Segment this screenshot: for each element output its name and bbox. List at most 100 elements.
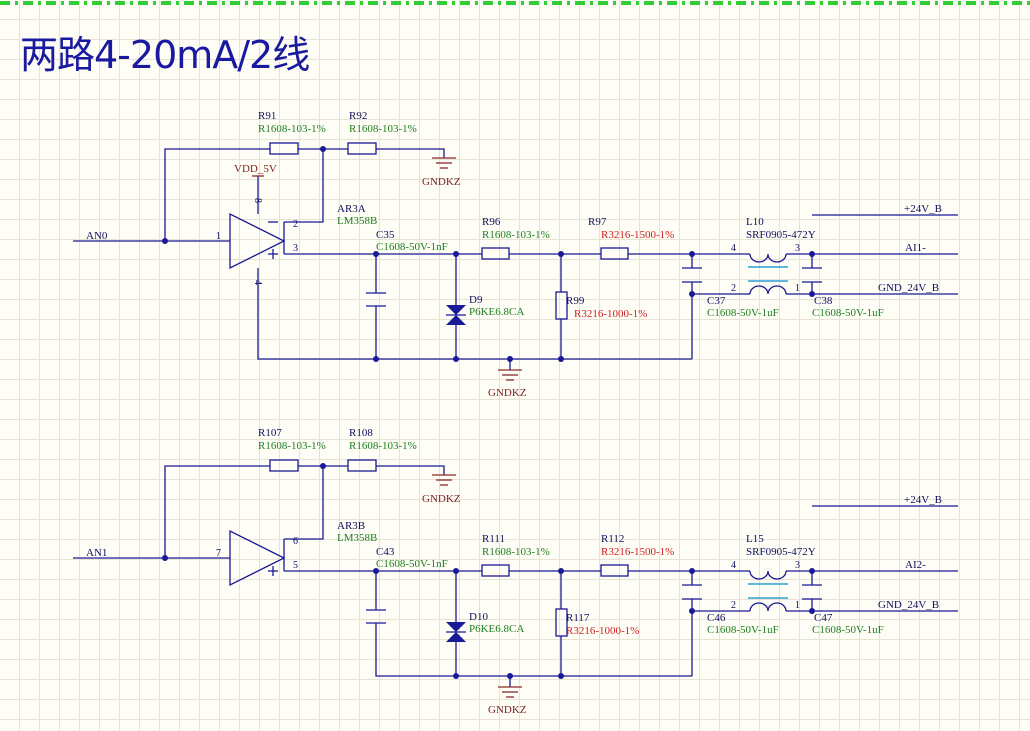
c37-value: C1608-50V-1uF	[707, 307, 779, 319]
resistor-r92	[347, 142, 377, 155]
l15-pin1: 1	[795, 600, 800, 611]
vdd-label: VDD_5V	[234, 163, 277, 175]
l10-pin3: 3	[795, 243, 800, 254]
d10-value: P6KE6.8CA	[469, 623, 524, 635]
r111-value: R1608-103-1%	[482, 546, 550, 558]
opamp-ar3b	[229, 529, 286, 587]
r111-designator: R111	[482, 533, 505, 545]
r97-designator: R97	[588, 216, 607, 228]
channel-1: R91 R1608-103-1% R92 R1608-103-1% GNDKZ …	[73, 110, 958, 399]
supply-net-label: +24V_B	[904, 494, 942, 506]
input-net-label: AN0	[86, 230, 108, 242]
r117-value: R3216-1000-1%	[566, 625, 639, 637]
r112-designator: R112	[601, 533, 624, 545]
ground-symbol-bottom	[498, 686, 522, 698]
r112-value: R3216-1500-1%	[601, 546, 674, 558]
opamp-pin-out: 7	[216, 548, 221, 559]
l15-pin2: 2	[731, 600, 736, 611]
gnd-bottom-label: GNDKZ	[488, 387, 527, 399]
supply-net-label: +24V_B	[904, 203, 942, 215]
l15-value: SRF0905-472Y	[746, 546, 816, 558]
c43-designator: C43	[376, 546, 395, 558]
opamp-pin-inv: 6	[293, 536, 298, 547]
r91-value: R1608-103-1%	[258, 123, 326, 135]
l15-designator: L15	[746, 533, 764, 545]
l15-pin4: 4	[731, 560, 736, 571]
c38-designator: C38	[814, 295, 833, 307]
opamp-pin-noninv: 3	[293, 243, 298, 254]
tvs-diode-d9	[446, 305, 466, 325]
capacitor-c37	[682, 267, 702, 283]
c38-value: C1608-50V-1uF	[812, 307, 884, 319]
opamp-pin-inv: 2	[293, 219, 298, 230]
sheet-title: 两路4-20mA/2线	[20, 33, 310, 77]
l15-pin3: 3	[795, 560, 800, 571]
resistor-r111	[481, 564, 510, 577]
input-net-label: AN1	[86, 547, 107, 559]
opamp-value: LM358B	[337, 532, 377, 544]
common-mode-inductor-l10	[748, 253, 788, 295]
capacitor-c43	[366, 609, 386, 624]
output-net-label: AI1-	[905, 242, 926, 254]
junction-dots	[162, 463, 815, 679]
common-mode-inductor-l15	[748, 570, 788, 612]
r91-designator: R91	[258, 110, 276, 122]
output-net-label: AI2-	[905, 559, 926, 571]
c46-value: C1608-50V-1uF	[707, 624, 779, 636]
r108-designator: R108	[349, 427, 373, 439]
opamp-ar3a	[229, 212, 286, 270]
resistor-r112	[600, 564, 629, 577]
ground-symbol-top	[432, 157, 456, 169]
capacitor-c46	[682, 584, 702, 600]
resistor-r97	[600, 247, 629, 260]
r108-value: R1608-103-1%	[349, 440, 417, 452]
r96-designator: R96	[482, 216, 501, 228]
channel-2-wires	[73, 465, 958, 687]
c35-value: C1608-50V-1nF	[376, 241, 448, 253]
sheet-border-dash	[0, 1, 1030, 5]
resistor-r108	[347, 459, 377, 472]
l10-designator: L10	[746, 216, 764, 228]
r96-value: R1608-103-1%	[482, 229, 550, 241]
tvs-diode-d10	[446, 622, 466, 642]
return-net-label: GND_24V_B	[878, 282, 939, 294]
c46-designator: C46	[707, 612, 726, 624]
capacitor-c38	[802, 267, 822, 283]
r92-designator: R92	[349, 110, 367, 122]
resistor-r117	[555, 608, 568, 637]
junction-dots	[162, 146, 815, 362]
opamp-designator: AR3A	[337, 203, 366, 215]
l10-value: SRF0905-472Y	[746, 229, 816, 241]
r99-designator: R99	[566, 295, 585, 307]
r92-value: R1608-103-1%	[349, 123, 417, 135]
resistor-r96	[481, 247, 510, 260]
c47-value: C1608-50V-1uF	[812, 624, 884, 636]
r97-value: R3216-1500-1%	[601, 229, 674, 241]
resistor-r99	[555, 291, 568, 320]
resistor-r107	[269, 459, 299, 472]
d10-designator: D10	[469, 611, 488, 623]
ground-symbol-bottom	[498, 369, 522, 381]
opamp-designator: AR3B	[337, 520, 365, 532]
gnd-top-label: GNDKZ	[422, 176, 461, 188]
l10-pin1: 1	[795, 283, 800, 294]
r99-value: R3216-1000-1%	[574, 308, 647, 320]
opamp-pin-noninv: 5	[293, 560, 298, 571]
c35-designator: C35	[376, 229, 395, 241]
r107-designator: R107	[258, 427, 282, 439]
return-net-label: GND_24V_B	[878, 599, 939, 611]
opamp-pin-out: 1	[216, 231, 221, 242]
channel-1-wires	[73, 148, 958, 370]
c43-value: C1608-50V-1nF	[376, 558, 448, 570]
opamp-value: LM358B	[337, 215, 377, 227]
r117-designator: R117	[566, 612, 590, 624]
capacitor-c47	[802, 584, 822, 600]
d9-designator: D9	[469, 294, 483, 306]
channel-2: R107 R1608-103-1% R108 R1608-103-1% GNDK…	[73, 427, 958, 716]
ground-symbol-top	[432, 474, 456, 486]
capacitor-c35	[366, 292, 386, 307]
resistor-r91	[269, 142, 299, 155]
c37-designator: C37	[707, 295, 726, 307]
